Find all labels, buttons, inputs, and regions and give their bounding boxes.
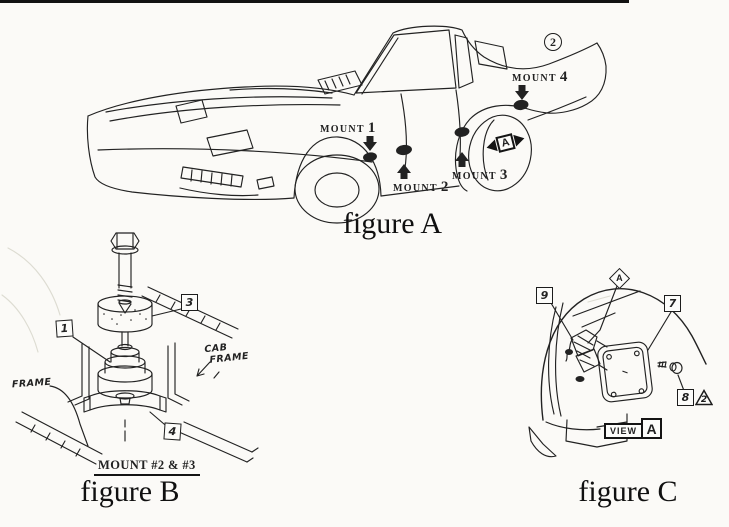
mount-2-arrow-icon	[397, 164, 411, 179]
revision-triangle-number: 2	[701, 395, 707, 405]
callout-box-4: 4	[163, 422, 182, 441]
rear-wheel-arch	[454, 104, 529, 192]
figure-c-drawing	[528, 285, 707, 458]
mount-3-dot	[454, 127, 470, 137]
callout-box-8: 8	[677, 389, 694, 406]
leader-lines	[49, 308, 220, 447]
scan-artifact-bar	[0, 0, 629, 3]
front-grille	[180, 166, 275, 190]
access-plate	[597, 341, 653, 403]
front-wheel	[294, 154, 380, 224]
mount-bolt	[110, 232, 140, 314]
mount-1-arrow-icon	[363, 136, 377, 151]
frame-rail	[15, 411, 103, 465]
plate-screw	[657, 361, 683, 375]
front-fender-arch	[293, 136, 382, 199]
rear-wheel	[468, 114, 532, 192]
upper-cushion-retainer	[97, 295, 153, 333]
callout-box-3: 3	[181, 294, 198, 311]
mount-3-arrow-icon	[455, 152, 469, 167]
cab-frame-structure	[67, 286, 259, 463]
revision-triangle-icon: 2	[695, 389, 713, 406]
figure-b-caption: figure B	[80, 475, 180, 508]
cab-frame-annotation: CAB FRAME	[204, 341, 250, 367]
frame-saddle-bracket	[83, 390, 167, 442]
leader-lines	[550, 285, 687, 397]
mount-location-dots	[363, 99, 529, 162]
detail-a-letter: A	[616, 273, 623, 283]
car-glasshouse	[355, 29, 508, 169]
wheel-well-arc	[540, 288, 707, 421]
lower-cushion-stack	[97, 331, 153, 399]
figure-b-drawing	[1, 232, 259, 465]
view-letter: A	[641, 418, 663, 439]
sheet-number-badge: 2	[544, 33, 562, 51]
sheet-number: 2	[550, 35, 556, 49]
view-a-label: VIEW A	[604, 418, 663, 439]
mount-1-dot	[363, 152, 377, 162]
mount-arrows	[363, 85, 529, 179]
mount-2-dot	[396, 144, 412, 156]
view-word: VIEW	[604, 423, 644, 439]
figure-a-caption: figure A	[342, 207, 443, 240]
background-sketch-lines	[1, 247, 61, 353]
mount-bracket	[565, 329, 608, 382]
hood-vent-grille	[317, 70, 363, 95]
mount-4-dot	[513, 99, 529, 111]
figure-a-drawing	[86, 25, 607, 224]
callout-8-group: 8 2	[677, 389, 713, 406]
callout-box-7: 7	[664, 295, 681, 312]
headlight-panels	[175, 99, 254, 157]
callout-box-9: 9	[536, 287, 553, 304]
hood-detail-lines	[97, 87, 587, 197]
figure-c-caption: figure C	[578, 475, 678, 508]
car-body-outline	[86, 25, 607, 201]
figure-b-subtitle: MOUNT #2 & #3	[94, 459, 200, 476]
callout-box-1: 1	[55, 319, 74, 338]
mount-4-arrow-icon	[515, 85, 529, 100]
